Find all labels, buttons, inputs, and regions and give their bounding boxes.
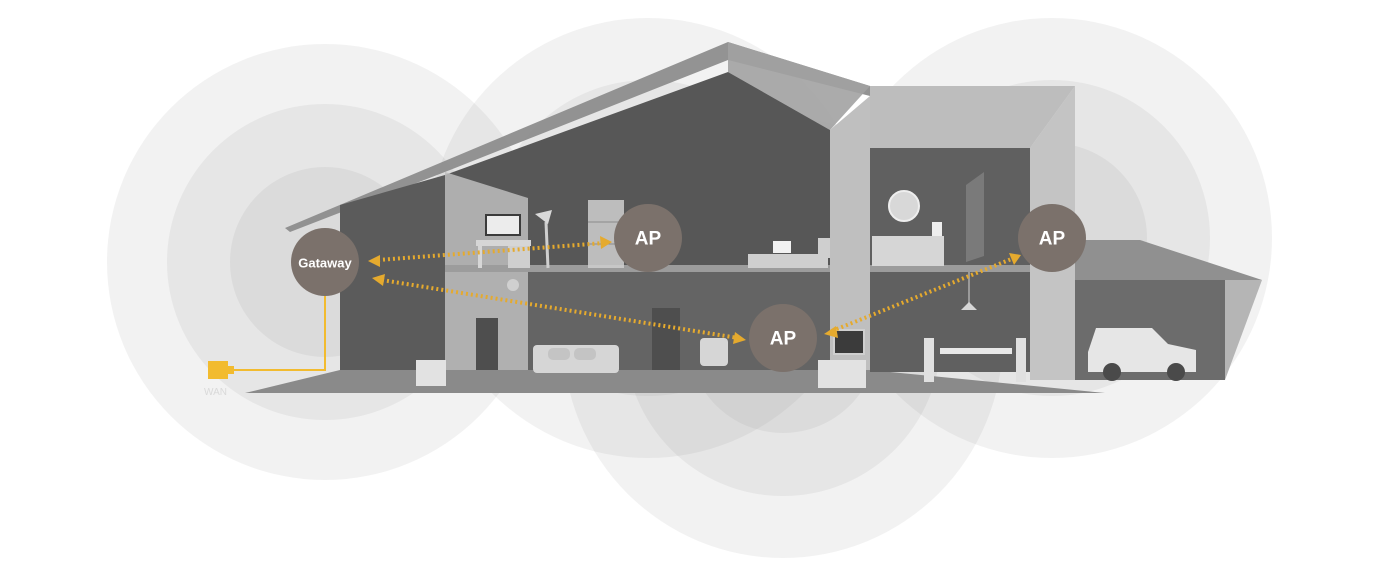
tv	[833, 329, 865, 355]
sofa-cushion	[548, 348, 570, 360]
gateway-circle	[291, 228, 359, 296]
garage-roof	[1075, 240, 1262, 280]
laptop	[773, 241, 791, 253]
ap-right-label: AP	[1039, 229, 1066, 250]
furniture	[416, 172, 1196, 388]
ap-lower-label: AP	[770, 329, 797, 350]
right-wing-floor	[870, 265, 1030, 272]
arrowhead-ap-upper	[600, 236, 612, 249]
monitor	[485, 214, 521, 236]
ap-upper-label: AP	[635, 229, 662, 250]
bed	[748, 254, 828, 268]
ground-floor	[245, 370, 1105, 393]
dresser	[416, 360, 446, 386]
wan-label: WAN	[204, 387, 227, 398]
roof-gable	[728, 42, 870, 130]
link-arrowheads	[368, 236, 1021, 344]
ap-right-node: AP	[1018, 204, 1086, 272]
car-wheel	[1103, 363, 1121, 381]
pendant-shade	[961, 302, 977, 310]
armchair	[700, 338, 728, 366]
ap-upper-node: AP	[614, 204, 682, 272]
ap-lower-circle	[749, 304, 817, 372]
ap-right-circle	[1018, 204, 1086, 272]
wan-connector	[226, 366, 234, 374]
wireless-links	[377, 241, 1015, 340]
wan-cable	[225, 290, 326, 371]
wan-port-icon	[208, 361, 228, 379]
car	[1088, 328, 1196, 372]
arrowhead-gateway-upper	[368, 255, 380, 267]
gateway-node: Gataway	[291, 228, 359, 296]
door-middle	[652, 308, 680, 370]
ceiling-device	[507, 279, 519, 291]
lamp-shade	[535, 210, 552, 224]
arrowhead-gateway-lower	[372, 274, 385, 286]
wan-connection: WAN	[204, 290, 326, 398]
garage-side	[1225, 280, 1262, 380]
arrowhead-ap-lower-left	[733, 332, 746, 344]
desk-leg	[478, 246, 482, 268]
main-house-back-wall	[340, 175, 445, 370]
car-wheel	[1167, 363, 1185, 381]
arrowhead-ap-right	[1009, 253, 1021, 265]
dining-chair	[1016, 338, 1026, 382]
link-gateway-ap-lower	[381, 278, 739, 340]
sideboard	[872, 236, 944, 266]
right-wing-roof	[870, 86, 1075, 148]
window-frame	[966, 172, 984, 262]
gateway-label: Gataway	[298, 256, 352, 271]
chair-upper	[818, 238, 830, 258]
tv-stand	[818, 360, 866, 388]
arrowhead-ap-lower-right	[824, 326, 838, 338]
network-nodes: Gataway AP AP AP	[291, 204, 1086, 372]
ap-lower-node: AP	[749, 304, 817, 372]
ap-upper-circle	[614, 204, 682, 272]
dining-table	[940, 348, 1012, 354]
tablet	[932, 222, 942, 236]
door-left	[476, 318, 498, 370]
mirror	[888, 190, 920, 222]
sofa-cushion	[574, 348, 596, 360]
lamp-pole	[544, 221, 550, 269]
desk	[476, 240, 531, 246]
dining-chair	[924, 338, 934, 382]
